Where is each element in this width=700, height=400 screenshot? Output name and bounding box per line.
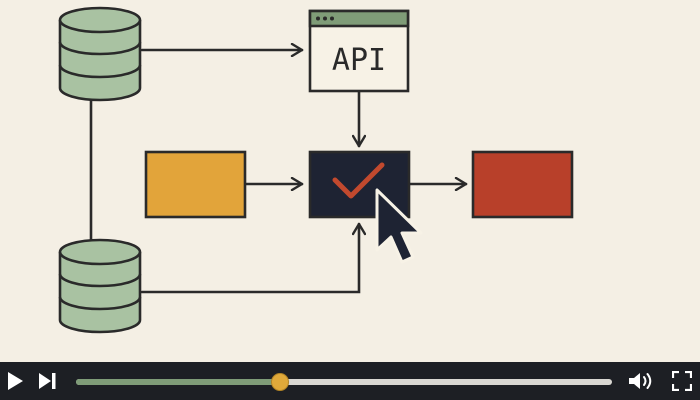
checkmark-icon <box>332 162 385 199</box>
play-icon <box>8 372 23 390</box>
seek-bar-progress <box>76 379 280 385</box>
window-dot-icon <box>323 16 327 21</box>
window-dot-icon <box>316 16 320 21</box>
fullscreen-button[interactable] <box>671 370 693 392</box>
database-icon-bottom <box>58 238 142 334</box>
fullscreen-icon <box>671 370 693 392</box>
seek-bar-scrubber[interactable] <box>270 373 289 391</box>
next-button[interactable] <box>38 372 58 390</box>
video-frame: API <box>58 6 574 334</box>
db-to-process-arrow <box>140 222 359 294</box>
mouse-cursor-icon <box>375 188 423 264</box>
database-icon-top <box>58 6 142 102</box>
api-window-titlebar <box>308 9 410 28</box>
api-label: API <box>332 43 386 78</box>
output-block <box>471 150 574 219</box>
volume-icon <box>629 373 652 389</box>
diagram-canvas: API <box>58 6 574 334</box>
input-block <box>144 150 247 219</box>
play-button[interactable] <box>6 371 24 391</box>
skip-next-icon <box>39 373 56 389</box>
video-controls-bar <box>0 362 700 400</box>
api-window: API <box>308 9 410 93</box>
volume-button[interactable] <box>628 371 658 391</box>
seek-bar[interactable] <box>76 373 612 391</box>
connectors <box>89 50 468 294</box>
window-dot-icon <box>330 16 334 21</box>
